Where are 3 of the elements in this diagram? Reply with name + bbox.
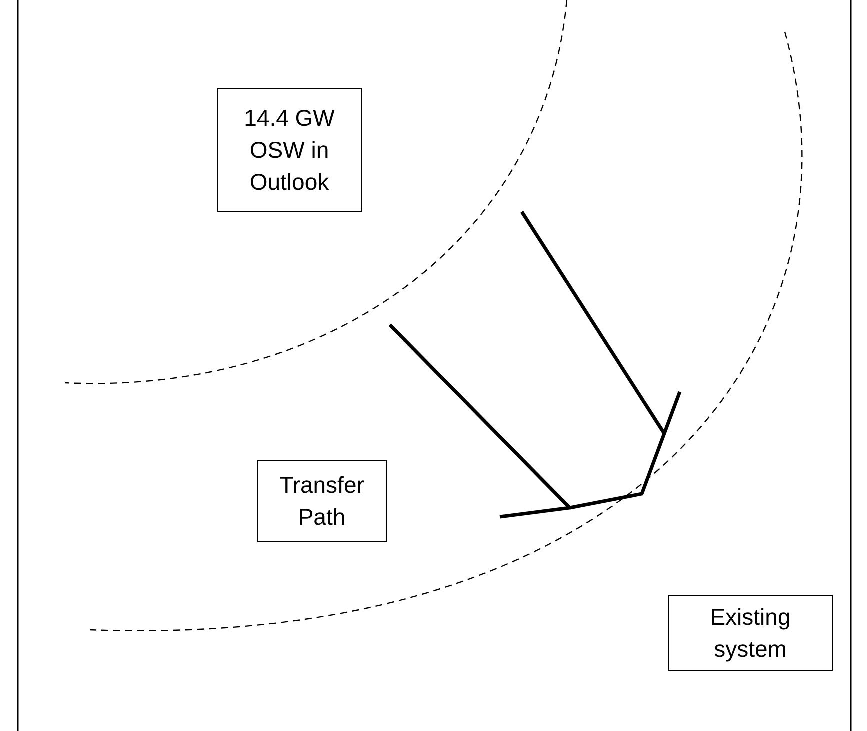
text-box: Existing system (668, 595, 833, 671)
text-box: 14.4 GW OSW in Outlook (217, 88, 362, 212)
text-box: Transfer Path (257, 460, 387, 542)
